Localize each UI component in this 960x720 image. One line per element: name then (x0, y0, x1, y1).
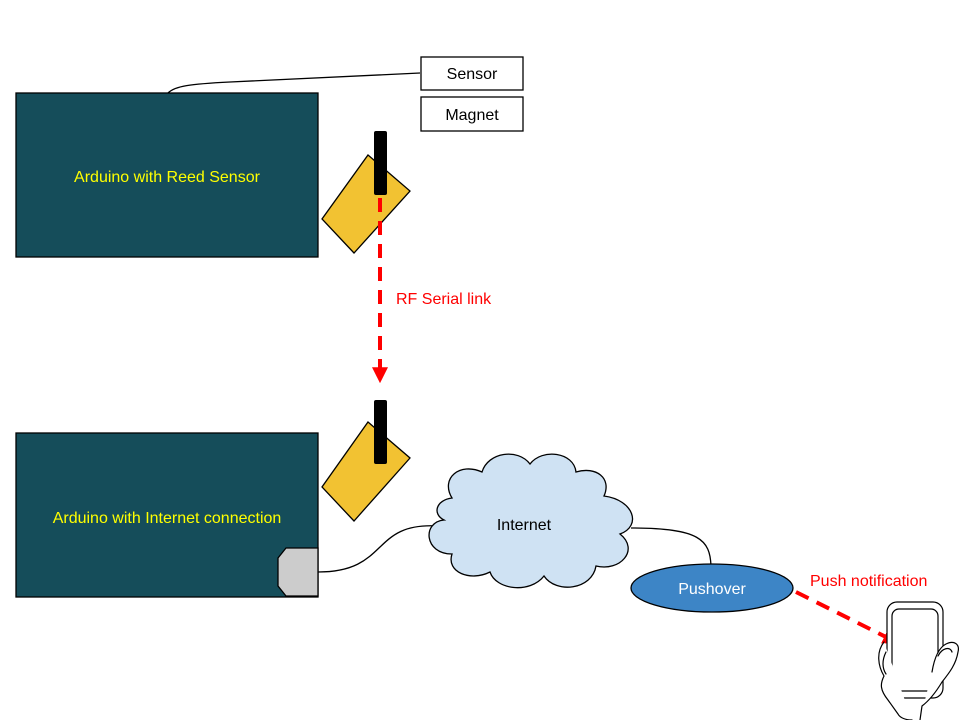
sensor-label: Sensor (447, 66, 498, 83)
magnet-box (420, 96, 524, 132)
internet-cloud (428, 453, 633, 589)
ethernet-port (277, 547, 319, 597)
sender-radio-module (321, 154, 411, 254)
pushover-cable (630, 527, 712, 567)
sender-board-label: Arduino with Reed Sensor (74, 169, 261, 186)
sensor-box (420, 56, 524, 91)
sender-antenna (374, 131, 387, 195)
push-notification-arrow (795, 590, 899, 644)
receiver-board (15, 432, 319, 598)
internet-cable (317, 525, 439, 573)
magnet-label: Magnet (445, 107, 499, 124)
push-notification-label: Push notification (810, 573, 927, 590)
pushover-ellipse (630, 563, 794, 613)
receiver-antenna (374, 400, 387, 464)
sensor-wire (167, 72, 421, 94)
sender-board (15, 92, 319, 258)
internet-label: Internet (497, 517, 552, 534)
receiver-radio-module (321, 421, 411, 522)
receiver-board-label: Arduino with Internet connection (53, 510, 282, 527)
hand-phone-icon (878, 601, 959, 720)
rf-link-label: RF Serial link (396, 291, 492, 308)
pushover-label: Pushover (678, 581, 746, 598)
